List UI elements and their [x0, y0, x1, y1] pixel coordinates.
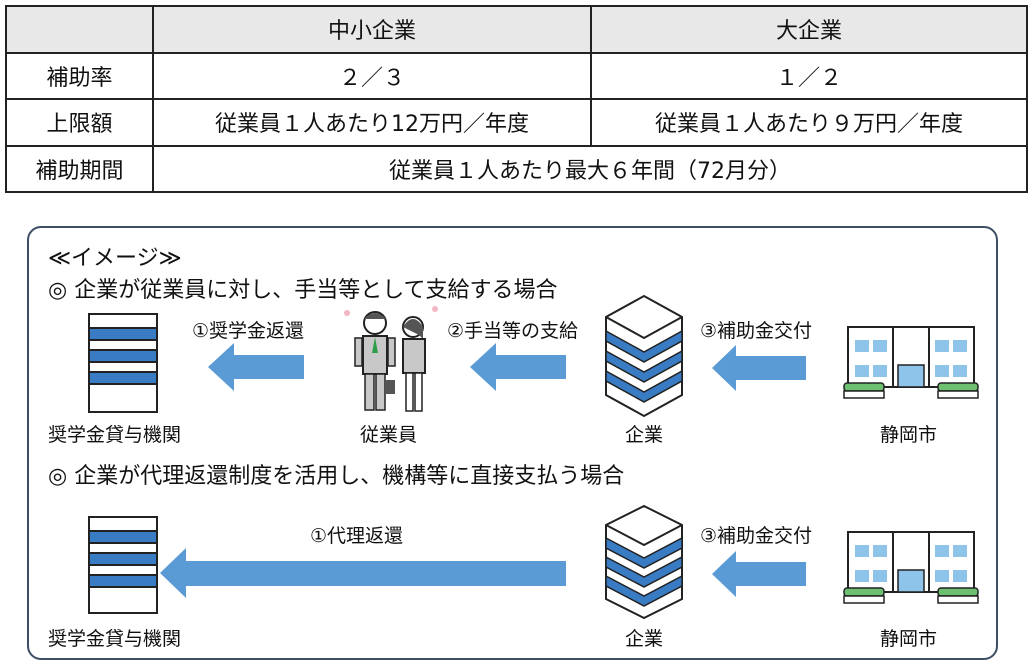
city-label: 静岡市: [880, 628, 938, 650]
step1-label: ①奨学金返還: [192, 320, 305, 342]
table-header-row: 中小企業 大企業: [5, 5, 1028, 54]
institution-icon: [88, 313, 158, 413]
company-icon: [605, 294, 683, 418]
arrow-left-icon: [712, 345, 806, 391]
employees-icon: [344, 306, 438, 412]
table-corner: [5, 5, 154, 54]
subsidy-table: 中小企業 大企業 補助率 ２／３ １／２ 上限額 従業員１人あたり12万円／年度…: [5, 5, 1028, 193]
image-panel: [27, 226, 998, 660]
arrow-left-icon: [160, 548, 566, 598]
cell-large: 従業員１人あたり９万円／年度: [590, 98, 1028, 147]
city-hall-icon: [843, 531, 979, 604]
cell-both: 従業員１人あたり最大６年間（72月分）: [152, 144, 1028, 193]
step3-label: ③補助金交付: [700, 525, 813, 547]
row-label: 補助期間: [5, 144, 154, 193]
step3-label: ③補助金交付: [700, 320, 813, 342]
institution-label: 奨学金貸与機関: [48, 628, 182, 650]
table-row: 補助率 ２／３ １／２: [5, 51, 1028, 100]
arrow-left-icon: [712, 551, 806, 597]
cell-sme: 従業員１人あたり12万円／年度: [152, 98, 592, 147]
table-row: 補助期間 従業員１人あたり最大６年間（72月分）: [5, 144, 1028, 193]
step1-label: ①代理返還: [310, 525, 404, 547]
row-label: 補助率: [5, 51, 154, 100]
city-label: 静岡市: [880, 424, 938, 446]
table-row: 上限額 従業員１人あたり12万円／年度 従業員１人あたり９万円／年度: [5, 98, 1028, 147]
arrow-left-icon: [208, 343, 304, 391]
row-label: 上限額: [5, 98, 154, 147]
scenario2-heading: ◎ 企業が代理返還制度を活用し、機構等に直接支払う場合: [48, 464, 625, 489]
scenario1-heading: ◎ 企業が従業員に対し、手当等として支給する場合: [48, 278, 558, 303]
company-icon: [605, 504, 683, 620]
cell-sme: ２／３: [152, 51, 592, 100]
institution-icon: [88, 516, 158, 614]
city-hall-icon: [843, 326, 979, 399]
step2-label: ②手当等の支給: [447, 320, 579, 342]
image-title: ≪イメージ≫: [48, 246, 182, 271]
employee-label: 従業員: [360, 424, 418, 446]
cell-large: １／２: [590, 51, 1028, 100]
company-label: 企業: [625, 424, 664, 446]
institution-label: 奨学金貸与機関: [48, 424, 182, 446]
header-sme: 中小企業: [152, 5, 592, 54]
company-label: 企業: [625, 628, 664, 650]
arrow-left-icon: [470, 343, 566, 391]
header-large: 大企業: [590, 5, 1028, 54]
